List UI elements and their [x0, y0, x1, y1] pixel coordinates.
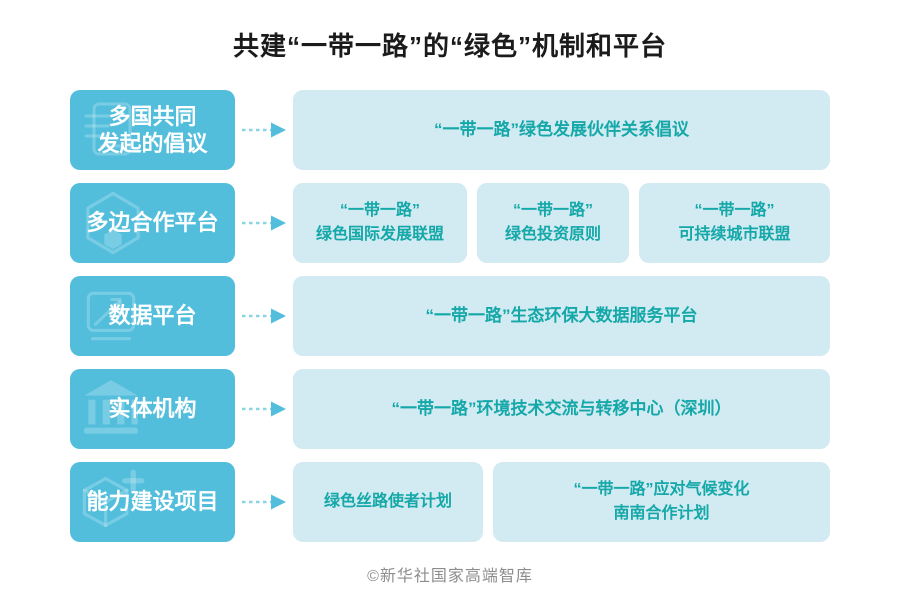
- arrow-icon: [235, 369, 293, 449]
- category-box-multilateral-platforms: 多边合作平台: [70, 183, 235, 263]
- category-box-initiatives: 多国共同 发起的倡议: [70, 90, 235, 170]
- item-box-env-tech-transfer-center-shenzhen: “一带一路”环境技术交流与转移中心（深圳）: [293, 369, 830, 449]
- items-physical-institutions: “一带一路”环境技术交流与转移中心（深圳）: [293, 369, 830, 449]
- source-credit: ©新华社国家高端智库: [367, 568, 533, 585]
- category-box-data-platforms: 数据平台: [70, 276, 235, 356]
- items-capacity-building: 绿色丝路使者计划 “一带一路”应对气候变化 南南合作计划: [293, 462, 830, 542]
- row-capacity-building: 能力建设项目 绿色丝路使者计划 “一带一路”应对气候变化 南南合作计划: [70, 462, 830, 542]
- document-icon: [78, 98, 142, 162]
- item-box-south-south-climate-cooperation: “一带一路”应对气候变化 南南合作计划: [493, 462, 830, 542]
- page-title: 共建“一带一路”的“绿色”机制和平台: [232, 31, 667, 61]
- item-box-green-development-coalition: “一带一路” 绿色国际发展联盟: [293, 183, 467, 263]
- category-label: 实体机构: [108, 396, 197, 422]
- arrow-icon: [235, 90, 293, 170]
- row-initiatives: 多国共同 发起的倡议 “一带一路”绿色发展伙伴关系倡议: [70, 90, 830, 170]
- row-physical-institutions: 实体机构 “一带一路”环境技术交流与转移中心（深圳）: [70, 369, 830, 449]
- row-multilateral-platforms: 多边合作平台 “一带一路” 绿色国际发展联盟 “一带一路” 绿色投资原则: [70, 183, 830, 263]
- item-box-sustainable-cities-alliance: “一带一路” 可持续城市联盟: [639, 183, 830, 263]
- cube-plus-icon: [78, 468, 146, 536]
- category-box-capacity-building: 能力建设项目: [70, 462, 235, 542]
- chart-icon: [78, 283, 144, 349]
- category-box-physical-institutions: 实体机构: [70, 369, 235, 449]
- category-label: 数据平台: [108, 303, 197, 329]
- category-label: 多国共同 发起的倡议: [97, 103, 208, 157]
- arrow-icon: [235, 462, 293, 542]
- item-box-green-development-partnership: “一带一路”绿色发展伙伴关系倡议: [293, 90, 830, 170]
- item-box-eco-big-data-service-platform: “一带一路”生态环保大数据服务平台: [293, 276, 830, 356]
- diagram-rows: 多国共同 发起的倡议 “一带一路”绿色发展伙伴关系倡议: [70, 90, 830, 542]
- bank-icon: [78, 376, 144, 442]
- arrow-icon: [235, 276, 293, 356]
- items-initiatives: “一带一路”绿色发展伙伴关系倡议: [293, 90, 830, 170]
- category-label: 能力建设项目: [86, 489, 219, 515]
- item-box-green-silk-road-envoys: 绿色丝路使者计划: [293, 462, 483, 542]
- item-box-green-investment-principles: “一带一路” 绿色投资原则: [477, 183, 629, 263]
- arrow-icon: [235, 183, 293, 263]
- items-multilateral-platforms: “一带一路” 绿色国际发展联盟 “一带一路” 绿色投资原则 “一带一路” 可持续…: [293, 183, 830, 263]
- row-data-platforms: 数据平台 “一带一路”生态环保大数据服务平台: [70, 276, 830, 356]
- items-data-platforms: “一带一路”生态环保大数据服务平台: [293, 276, 830, 356]
- hexagon-icon: [78, 188, 148, 258]
- category-label: 多边合作平台: [86, 210, 219, 236]
